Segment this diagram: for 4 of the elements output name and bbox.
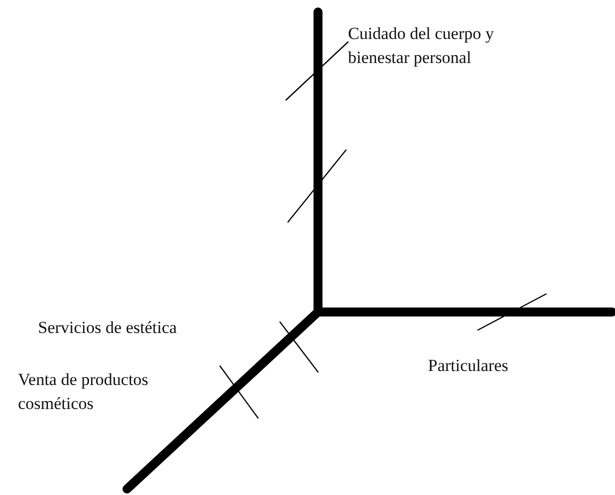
axis-label: Particulares — [428, 355, 508, 377]
axis-label: Servicios de estética — [38, 317, 177, 339]
axis-label: Venta de productos cosméticos — [18, 369, 150, 415]
axis-label: Cuidado del cuerpo y bienestar personal — [348, 23, 495, 69]
